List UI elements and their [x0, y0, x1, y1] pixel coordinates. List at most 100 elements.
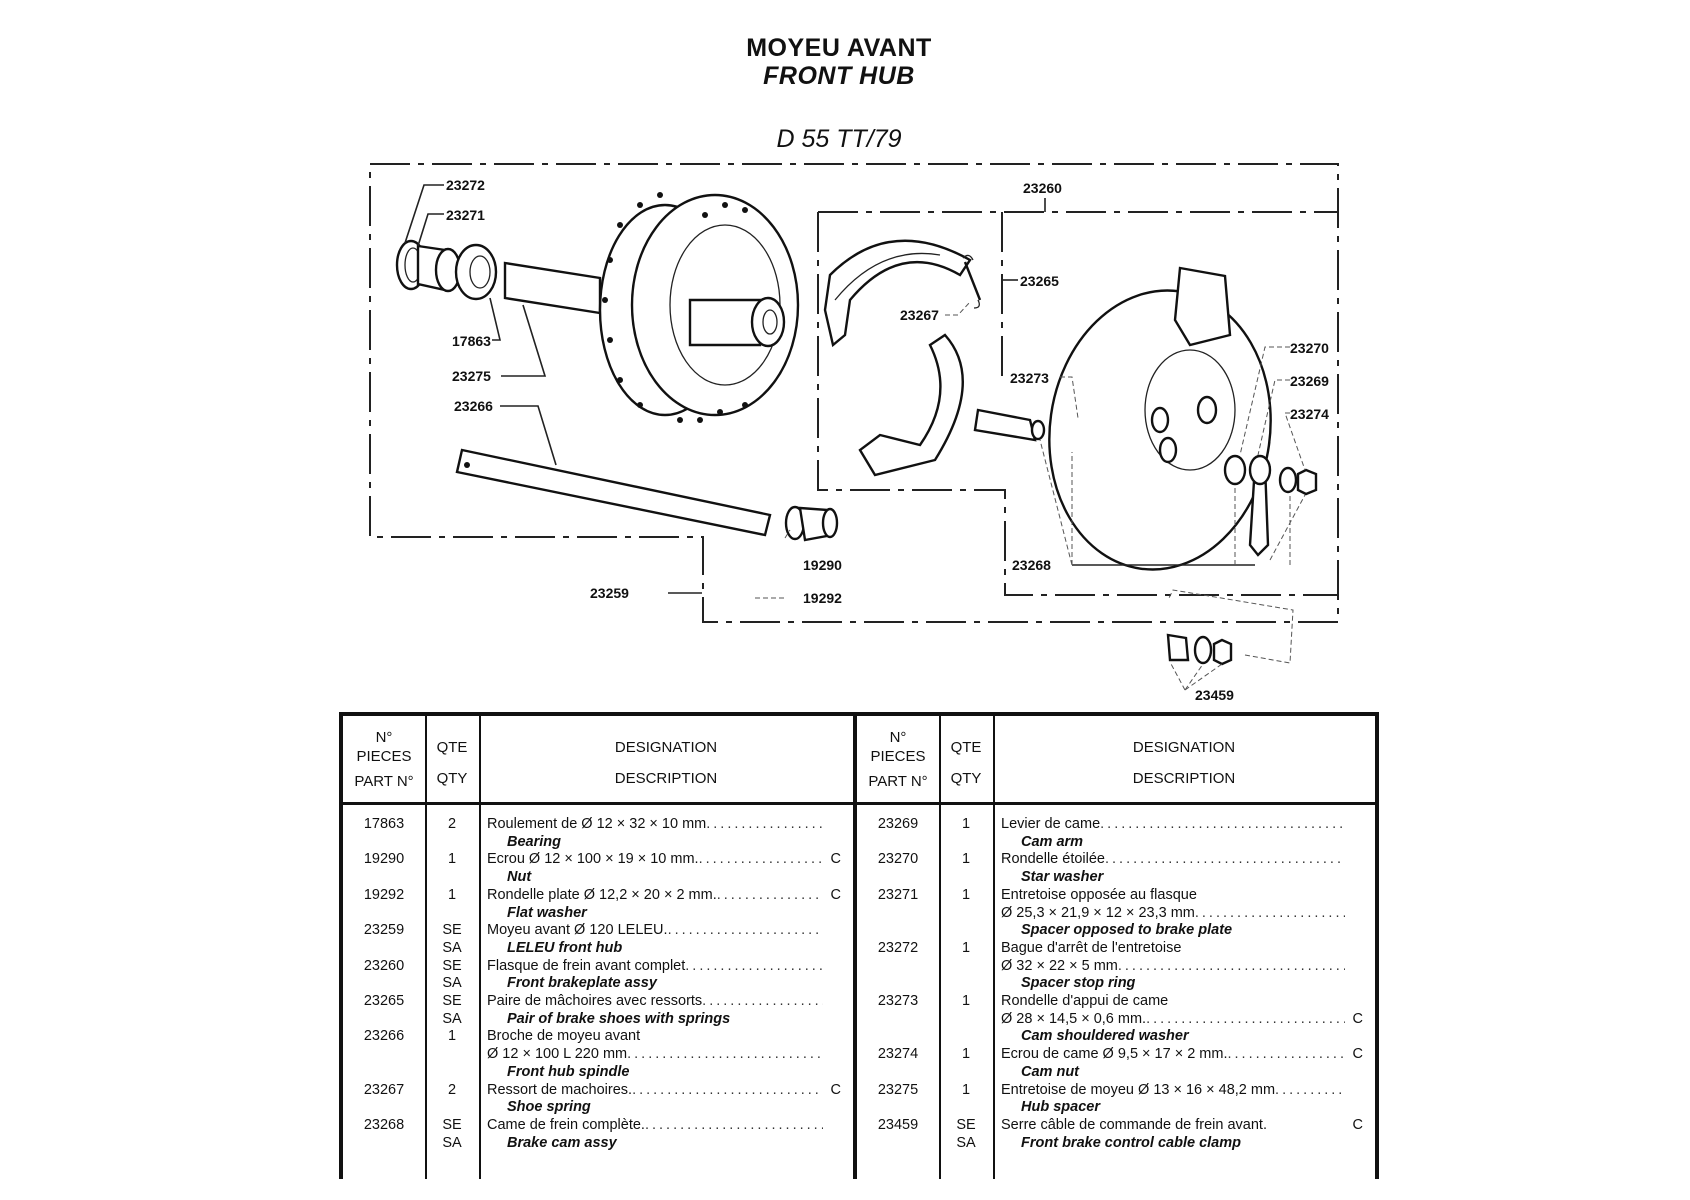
quantity: 1	[961, 993, 971, 1010]
part-number: 23459	[877, 1116, 919, 1133]
designation-fr: Ø 25,3 × 21,9 × 12 × 23,3 mm	[1001, 904, 1195, 921]
description-en: Front brakeplate assy	[507, 975, 657, 992]
code-flag	[1345, 940, 1363, 958]
designation-fr: Ø 32 × 22 × 5 mm	[1001, 957, 1118, 974]
header-part-no: N° PIECES PART N°	[354, 729, 414, 790]
assembly-boundary-23260	[817, 211, 1338, 596]
code-flag: C	[830, 886, 841, 903]
table-header: N° PIECES PART N° QTE QTY DESIGNATION DE…	[857, 716, 1375, 805]
designation-fr: Ecrou de came Ø 9,5 × 17 × 2 mm.	[1001, 1046, 1228, 1063]
designation-fr: Levier de came	[1001, 816, 1101, 832]
designation: Serre câble de commande de frein avant.C…	[1001, 1117, 1363, 1152]
designation-fr: Moyeu avant Ø 120 LELEU.	[487, 922, 668, 939]
code-flag: C	[830, 851, 841, 868]
description-en: Spacer stop ring	[1021, 975, 1136, 992]
code-flag	[1345, 905, 1363, 923]
part-number: 23267	[363, 1081, 405, 1098]
callout-23269: 23269	[1290, 373, 1329, 389]
cable-clamp-bolt-part	[1166, 633, 1190, 662]
callout-23267: 23267	[900, 307, 939, 323]
quantity: 1	[447, 1028, 457, 1045]
hub-spindle-part	[455, 448, 772, 537]
code-flag	[823, 993, 841, 1011]
designation-fr: Entretoise de moyeu Ø 13 × 16 × 48,2 mm	[1001, 1081, 1276, 1098]
brake-shoe-lower-part	[858, 333, 964, 477]
part-number: 23260	[363, 957, 405, 974]
table-rows-right: 23269 1 Levier de came ...................…	[857, 816, 1375, 1152]
quantity: 1	[961, 939, 971, 956]
callout-23265: 23265	[1020, 273, 1059, 289]
part-number: 23271	[877, 886, 919, 903]
designation: Entretoise de moyeu Ø 13 × 16 × 48,2 mm …	[1001, 1082, 1363, 1117]
callout-23275: 23275	[452, 368, 491, 384]
part-number: 23268	[363, 1116, 405, 1133]
cam-arm-washer-part	[1278, 466, 1298, 494]
code-flag	[1345, 851, 1363, 869]
quantity: 2	[447, 1081, 457, 1098]
table-header: N° PIECES PART N° QTE QTY DESIGNATION DE…	[343, 716, 853, 805]
quantity: 1	[961, 1081, 971, 1098]
designation: Moyeu avant Ø 120 LELEU. ...............…	[487, 922, 841, 957]
description-en: LELEU front hub	[507, 939, 623, 956]
header-qty: QTE QTY	[436, 739, 468, 787]
parts-table-left-half: N° PIECES PART N° QTE QTY DESIGNATION DE…	[343, 716, 853, 1179]
brake-cam-part	[973, 408, 1037, 442]
designation: Ecrou de came Ø 9,5 × 17 × 2 mm. .......…	[1001, 1046, 1363, 1080]
callout-23259: 23259	[590, 585, 629, 601]
designation: Levier de came .........................…	[1001, 816, 1363, 851]
designation-fr: Flasque de frein avant complet	[487, 957, 686, 974]
part-number: 23269	[877, 816, 919, 832]
cable-clamp-washer-part	[1193, 635, 1213, 665]
shoe-spring-part	[963, 261, 982, 301]
quantity: 1	[447, 886, 457, 903]
designation-fr: Ø 12 × 100 L 220 mm	[487, 1046, 628, 1063]
part-number: 23265	[363, 993, 405, 1010]
designation-fr: Paire de mâchoires avec ressorts	[487, 993, 703, 1010]
callout-23260: 23260	[1023, 180, 1062, 196]
designation-fr: Rondelle étoilée	[1001, 851, 1105, 868]
description-en: Flat washer	[507, 904, 587, 921]
code-flag	[1345, 887, 1363, 905]
description-en: Front hub spindle	[507, 1063, 630, 1080]
code-flag	[823, 922, 841, 940]
callout-19290: 19290	[803, 557, 842, 573]
designation-fr: Broche de moyeu avant	[487, 1028, 641, 1045]
description-en: Brake cam assy	[507, 1134, 617, 1151]
quantity: 1	[961, 851, 971, 868]
cable-clamp-nut-part	[1212, 638, 1233, 666]
callout-23266: 23266	[454, 398, 493, 414]
code-flag	[823, 1046, 841, 1064]
part-number: 17863	[363, 816, 405, 832]
designation: Rondelle plate Ø 12,2 × 20 × 2 mm. .....…	[487, 886, 841, 921]
part-number: 23259	[363, 922, 405, 939]
callout-23271: 23271	[446, 207, 485, 223]
code-flag: C	[1352, 1010, 1363, 1027]
part-number: 23270	[877, 851, 919, 868]
description-en: Shoe spring	[507, 1099, 591, 1116]
exploded-parts-diagram: 23272 23271 17863 23275 23266 23259 1929…	[369, 163, 1339, 703]
description-en: Pair of brake shoes with springs	[507, 1010, 731, 1027]
callout-23268: 23268	[1012, 557, 1051, 573]
description-en: Nut	[507, 869, 532, 886]
designation: Paire de mâchoires avec ressorts .......…	[487, 993, 841, 1028]
code-flag	[1345, 958, 1363, 976]
code-flag	[823, 958, 841, 976]
header-part-no: N° PIECES PART N°	[868, 729, 928, 790]
description-en: Hub spacer	[1021, 1099, 1100, 1116]
designation-fr: Bague d'arrêt de l'entretoise	[1001, 939, 1182, 956]
designation-fr: Ø 28 × 14,5 × 0,6 mm.	[1001, 1010, 1147, 1027]
code-flag	[823, 816, 841, 834]
